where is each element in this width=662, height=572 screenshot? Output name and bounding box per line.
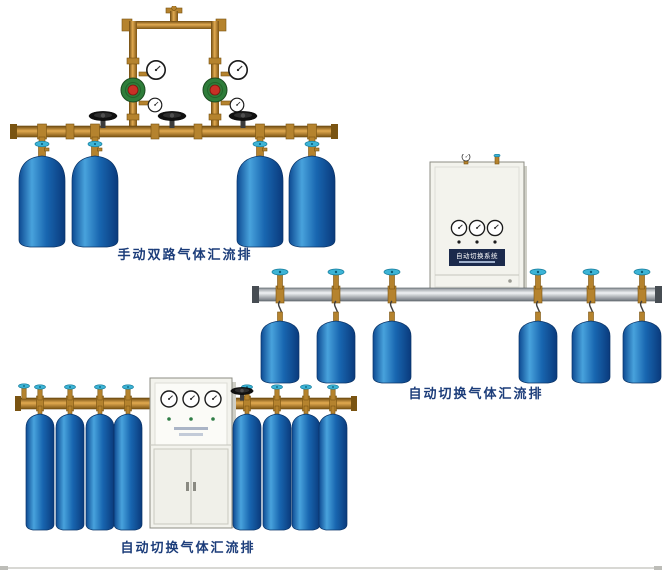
figure-manual-dual-manifold: [8, 5, 340, 258]
edge-tick-left: [0, 566, 8, 570]
pressure-regulator-right: [202, 59, 249, 113]
pressure-gauge: [450, 219, 468, 237]
header-pipe-assembly: [121, 5, 227, 126]
cylinder-valve: [87, 140, 103, 158]
gas-cylinder: [232, 413, 262, 531]
cylinder-bank: [18, 136, 336, 248]
cylinder-valve: [34, 140, 50, 158]
gas-cylinder: [291, 413, 321, 531]
manifold-pipe: [252, 285, 662, 304]
pressure-gauge: [204, 390, 222, 408]
cylinder-bank: [260, 311, 662, 384]
figure-auto-switch-wide: 自动切换系统: [252, 152, 662, 394]
gas-cylinder: [571, 320, 611, 384]
pressure-gauge: [160, 390, 178, 408]
pressure-gauge: [468, 219, 486, 237]
pressure-gauge: [182, 390, 200, 408]
pipe-valve: [383, 268, 401, 290]
cylinder-bank: [25, 405, 348, 531]
pipe-valve: [582, 268, 600, 290]
pipe-valve: [633, 268, 651, 290]
pressure-gauge: [461, 152, 471, 162]
shutoff-valve: [228, 110, 258, 129]
figure-auto-switch-cabinet: [14, 372, 358, 564]
gas-cylinder: [262, 413, 292, 531]
figure-caption-auto-bottom: 自动切换气体汇流排: [120, 541, 256, 556]
pressure-gauge: [229, 97, 245, 113]
pipe-valve: [271, 268, 289, 290]
shutoff-valve: [157, 110, 187, 129]
pressure-regulator-left: [120, 59, 167, 113]
gas-cylinder: [622, 320, 662, 384]
gas-cylinder: [25, 413, 55, 531]
figure-caption-manual-dual: 手动双路气体汇流排: [117, 248, 253, 263]
pressure-gauge: [147, 97, 163, 113]
gas-cylinder: [372, 320, 412, 384]
pressure-gauge: [486, 219, 504, 237]
gas-cylinder: [113, 413, 143, 531]
gas-cylinder: [55, 413, 85, 531]
page-bottom-rule: [0, 567, 662, 569]
edge-tick-right: [654, 566, 662, 570]
pipe-valve: [529, 268, 547, 290]
figure-caption-auto-right: 自动切换气体汇流排: [408, 387, 544, 402]
pressure-gauge: [227, 59, 249, 81]
control-cabinet: [149, 377, 236, 529]
cabinet-label: 自动切换系统: [456, 251, 498, 260]
pipe-valve: [327, 268, 345, 290]
cabinet-lock: [508, 279, 512, 283]
gas-cylinder: [85, 413, 115, 531]
door-handle: [193, 482, 196, 491]
gas-cylinder: [518, 320, 558, 384]
gas-cylinder: [71, 155, 119, 248]
control-cabinet: 自动切换系统: [429, 152, 527, 293]
door-handle: [186, 482, 189, 491]
pressure-gauge: [145, 59, 167, 81]
manifold-pipe: [10, 123, 338, 140]
gas-cylinder: [318, 413, 348, 531]
gas-cylinder: [18, 155, 66, 248]
